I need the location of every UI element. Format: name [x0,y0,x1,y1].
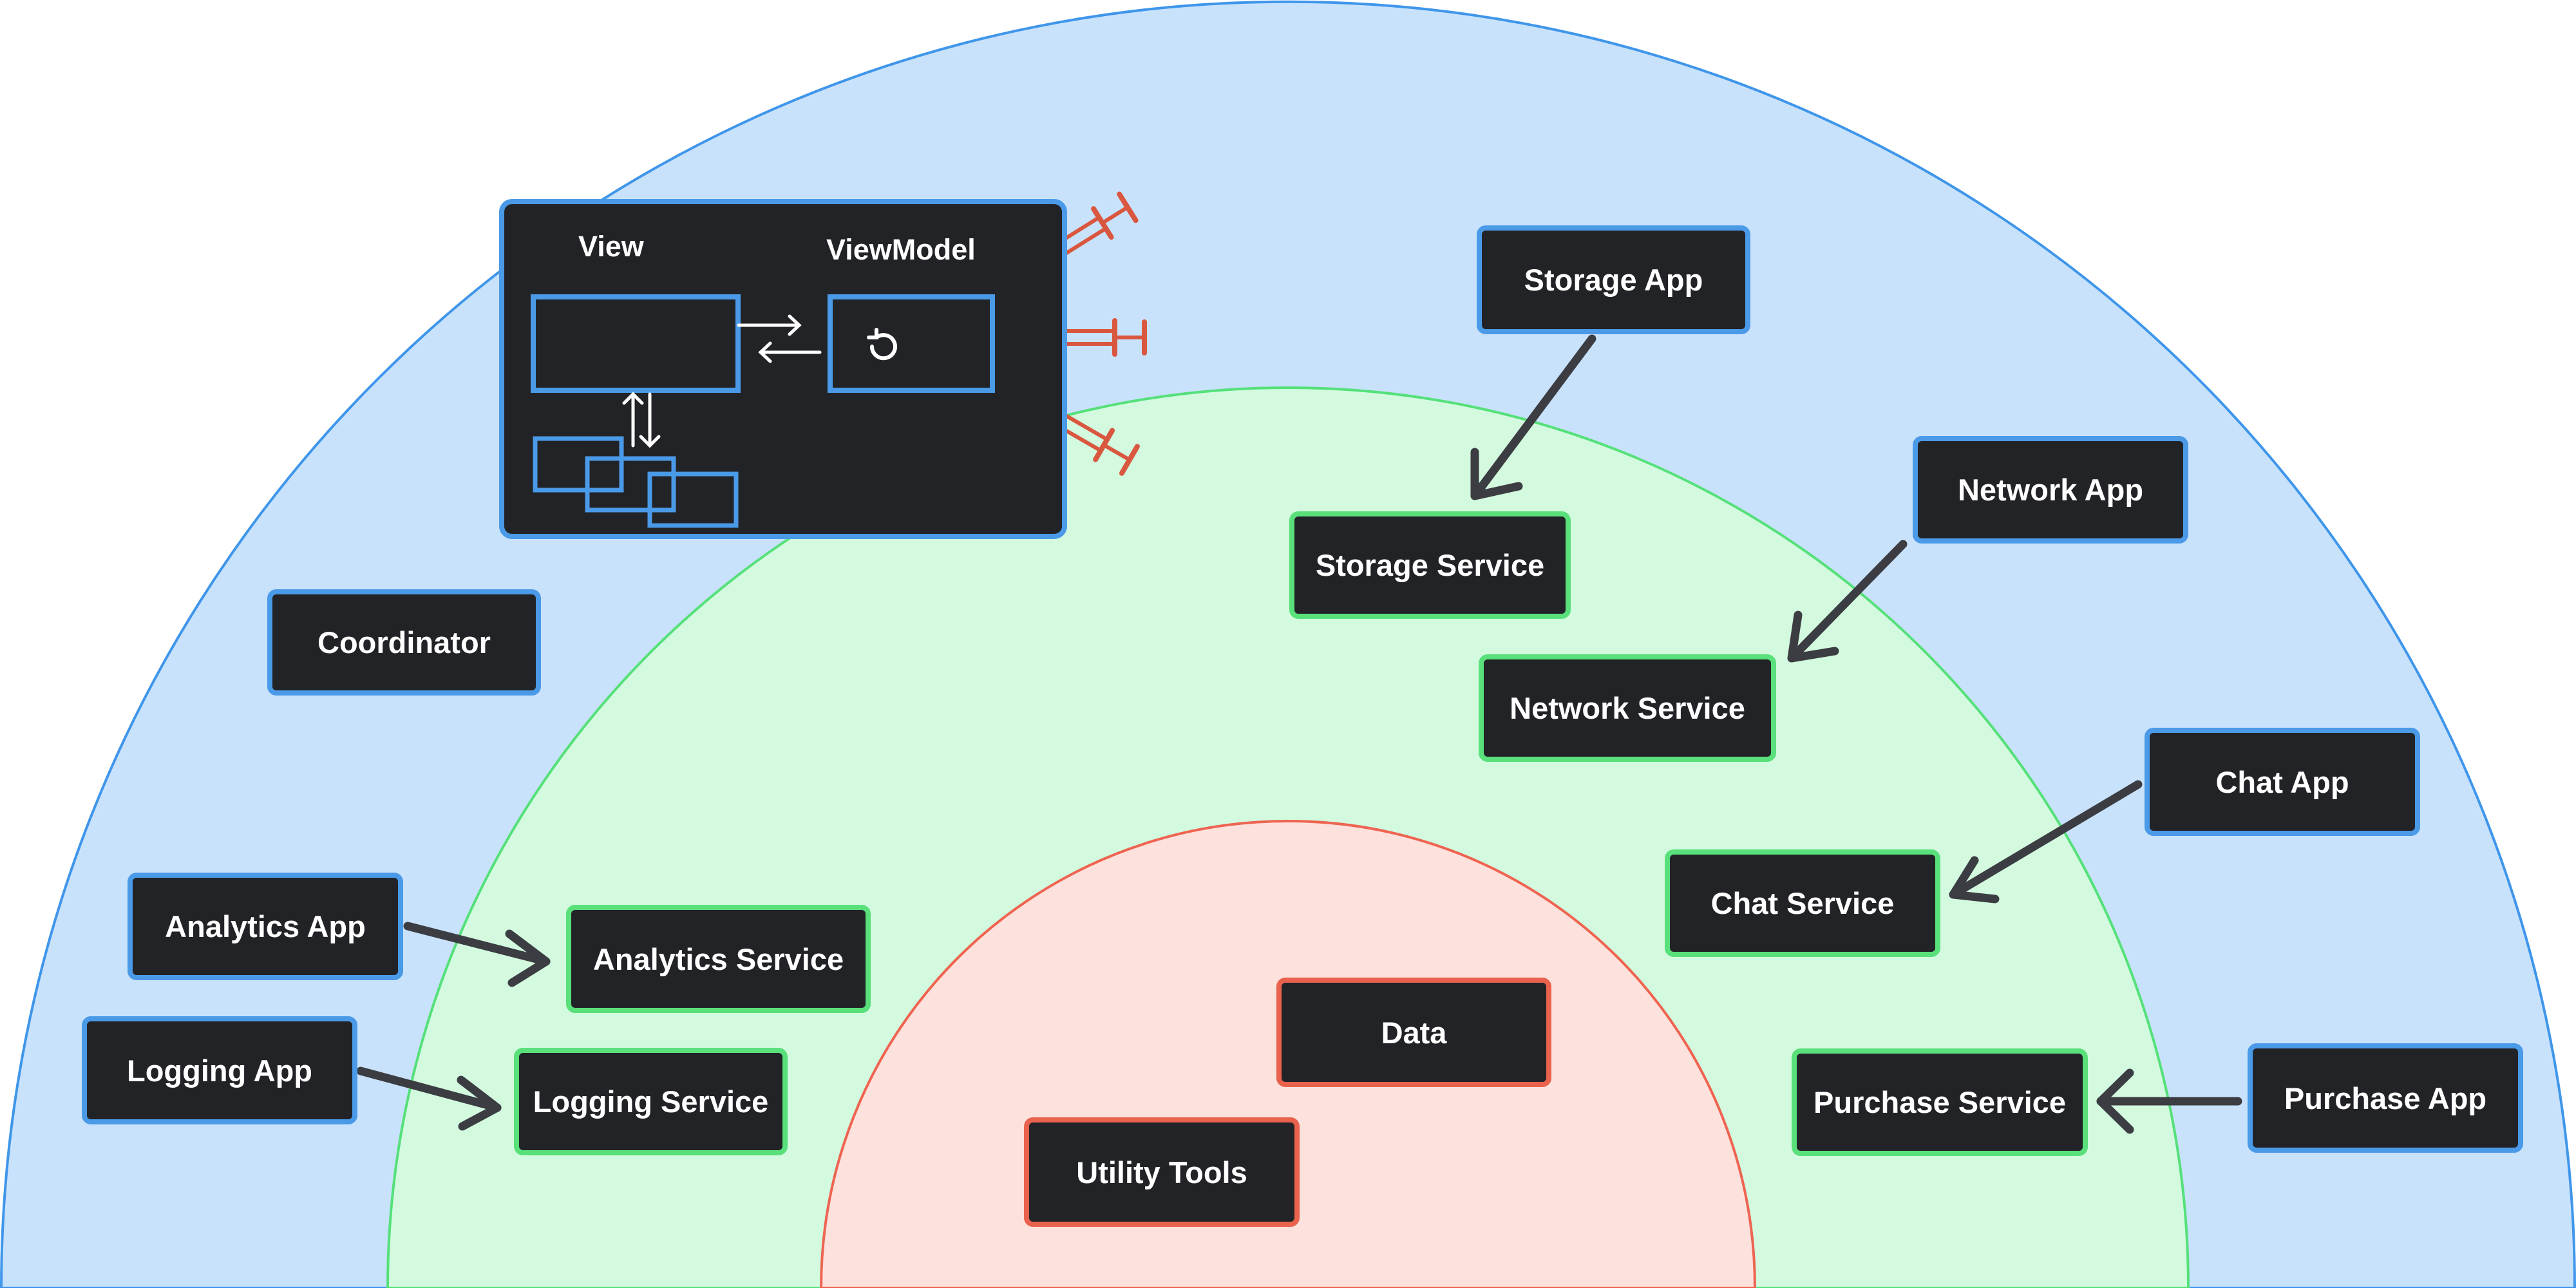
analytics-service-box: Analytics Service [566,905,871,1013]
arrow-purchase-app-to-service [2096,1068,2242,1134]
chat-app-box: Chat App [2145,728,2420,836]
storage-app-box: Storage App [1477,225,1750,334]
arrow-analytics-app-to-service [403,922,551,987]
network-service-box: Network Service [1479,654,1776,762]
view-hierarchy-arrows-icon [622,392,661,448]
viewmodel-box [828,294,995,393]
mvvm-internals [531,294,995,528]
storage-service-box: Storage Service [1289,511,1571,619]
mvvm-module-panel: View ViewModel [499,199,1067,539]
purchase-service-box: Purchase Service [1792,1048,2088,1156]
network-app-box: Network App [1913,436,2188,544]
coordinator-box: Coordinator [267,589,541,696]
data-box: Data [1276,978,1551,1087]
analytics-app-box: Analytics App [128,873,403,980]
binding-arrows-icon [737,314,822,363]
arrow-logging-app-to-service [356,1066,502,1131]
subview-stack-icon [533,436,739,528]
view-box [531,294,741,393]
logging-app-box: Logging App [82,1016,357,1124]
arrow-network-app-to-service [1787,540,1908,663]
purchase-app-box: Purchase App [2248,1043,2523,1153]
arrow-storage-app-to-service [1470,334,1596,500]
refresh-icon [867,328,897,361]
arrow-chat-app-to-service [1949,780,2143,904]
chat-service-box: Chat Service [1665,849,1940,957]
logging-service-box: Logging Service [514,1048,788,1155]
viewmodel-label: ViewModel [826,233,976,266]
utility-tools-box: Utility Tools [1024,1117,1300,1227]
view-label: View [578,230,644,263]
